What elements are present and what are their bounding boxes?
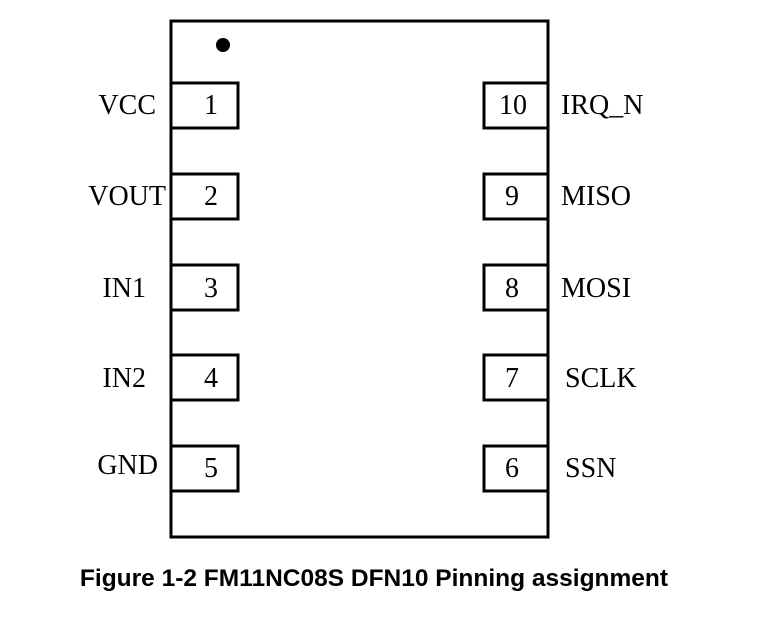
pin-label: GND xyxy=(97,450,158,481)
pin-label: MOSI xyxy=(561,273,631,304)
pin-label: VCC xyxy=(98,90,156,121)
pin-number: 3 xyxy=(204,273,218,304)
pin-pad xyxy=(482,263,550,312)
pin-pad xyxy=(169,172,240,221)
pin-label: SCLK xyxy=(565,363,637,394)
pin-number: 6 xyxy=(505,453,519,484)
pin-label: IN1 xyxy=(102,273,146,304)
right-pin-10: 10 IRQ_N xyxy=(482,81,643,130)
pin-number: 2 xyxy=(204,181,218,212)
pin-label: IRQ_N xyxy=(561,90,643,121)
pin1-marker-dot xyxy=(216,38,230,52)
pin-label: VOUT xyxy=(88,181,166,212)
pin-label: IN2 xyxy=(102,363,146,394)
pin-pad xyxy=(169,81,240,130)
right-pin-6: 6 SSN xyxy=(482,444,616,493)
pin-number: 10 xyxy=(499,90,527,121)
pin-pad xyxy=(482,81,550,130)
pin-number: 4 xyxy=(204,363,218,394)
left-pin-1: 1 VCC xyxy=(98,81,240,130)
pin-label: SSN xyxy=(565,453,616,484)
pin-pad xyxy=(169,263,240,312)
left-pin-5: 5 GND xyxy=(97,444,240,493)
pin-number: 8 xyxy=(505,273,519,304)
figure-caption: Figure 1-2 FM11NC08S DFN10 Pinning assig… xyxy=(79,565,669,592)
pin-pad xyxy=(482,172,550,221)
pin-pad xyxy=(169,353,240,402)
pin-pad xyxy=(482,444,550,493)
right-pin-9: 9 MISO xyxy=(482,172,631,221)
pin-label: MISO xyxy=(561,181,631,212)
left-pin-4: 4 IN2 xyxy=(102,353,240,402)
pin-number: 9 xyxy=(505,181,519,212)
right-pin-7: 7 SCLK xyxy=(482,353,637,402)
pin-pad xyxy=(169,444,240,493)
pin-number: 7 xyxy=(505,363,519,394)
right-pin-8: 8 MOSI xyxy=(482,263,631,312)
left-pin-3: 3 IN1 xyxy=(102,263,240,312)
pin-number: 5 xyxy=(204,453,218,484)
pin-number: 1 xyxy=(204,90,218,121)
pin-pad xyxy=(482,353,550,402)
left-pin-2: 2 VOUT xyxy=(88,172,240,221)
